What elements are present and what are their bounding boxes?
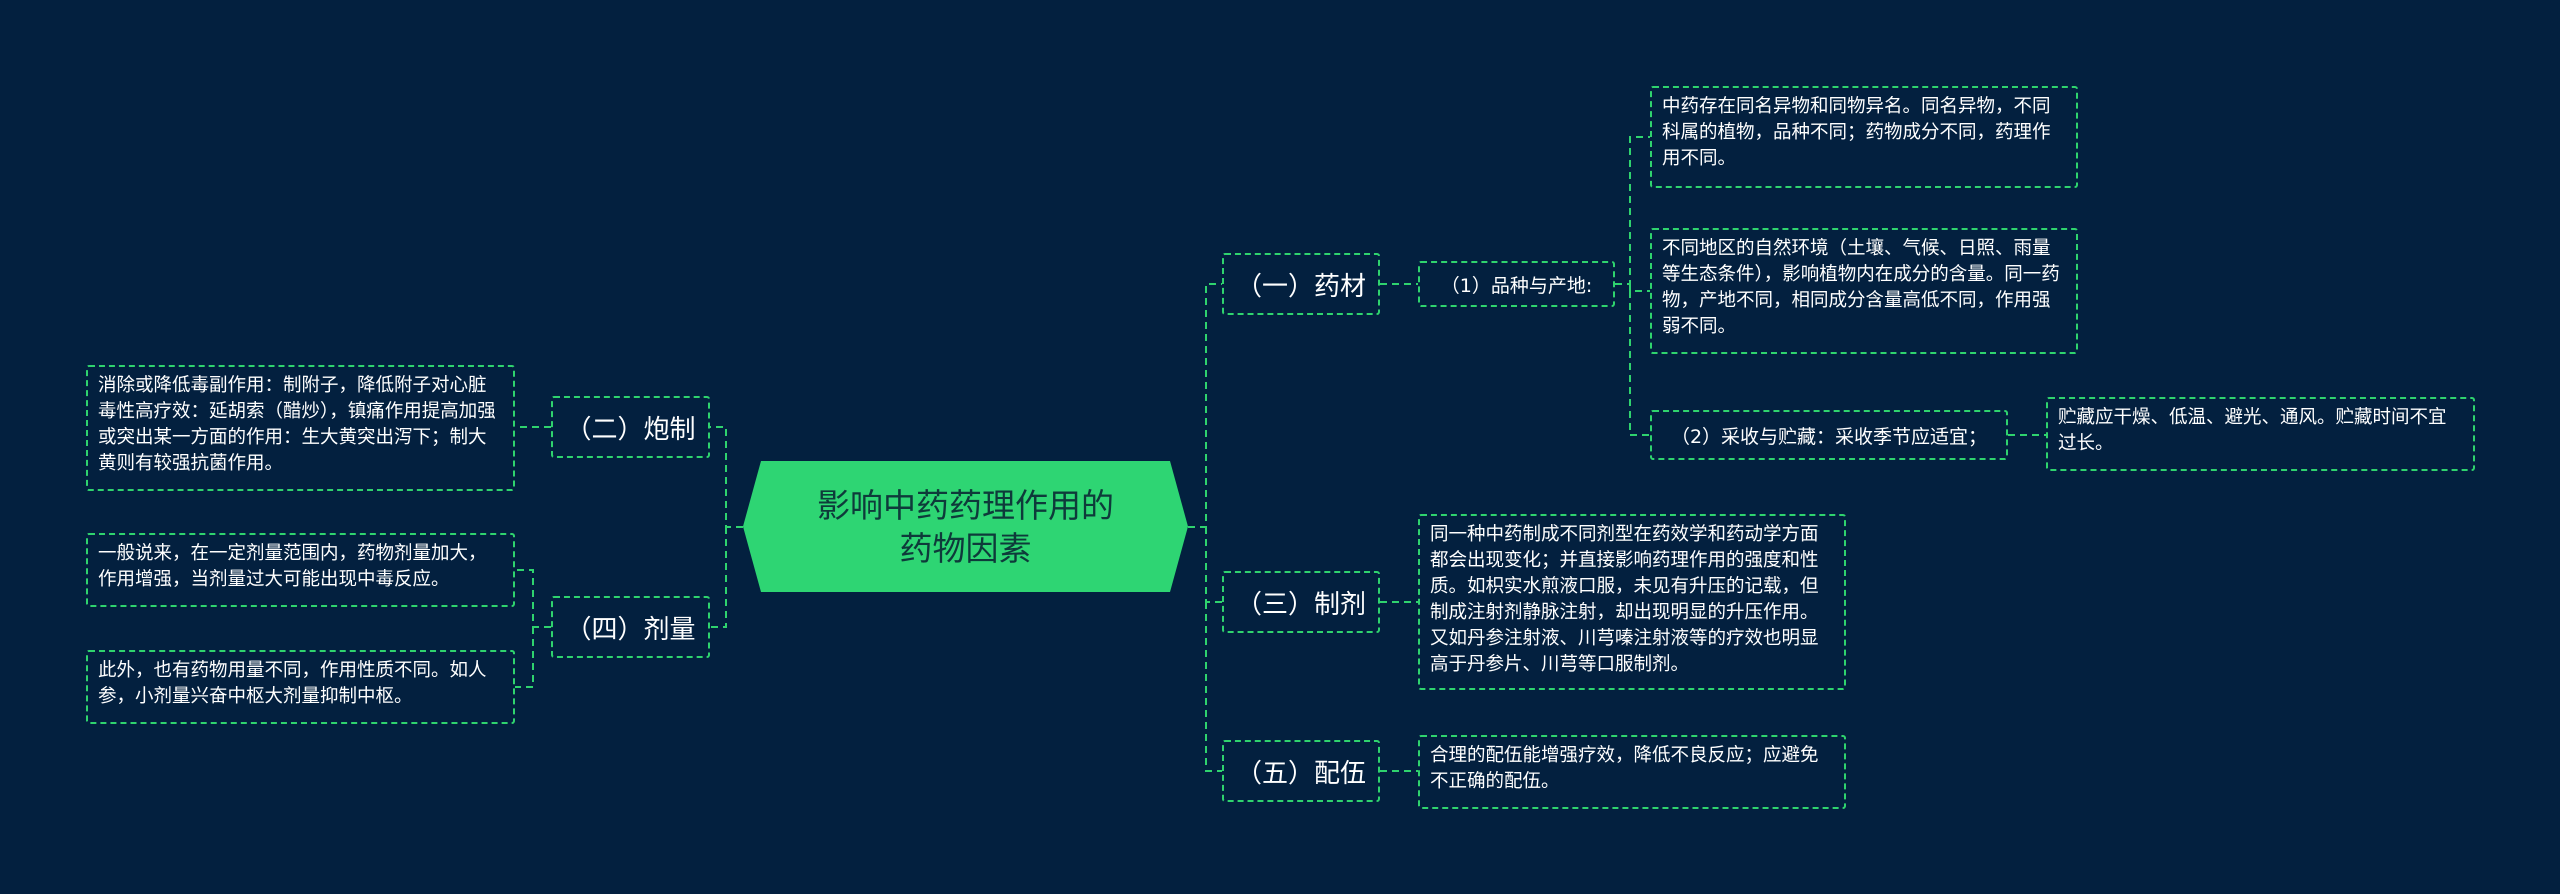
leaf-peiwu: 合理的配伍能增强疗效，降低不良反应；应避免不正确的配伍。	[1418, 735, 1846, 809]
leaf-zhiji: 同一种中药制成不同剂型在药效学和药动学方面都会出现变化；并直接影响药理作用的强度…	[1418, 514, 1846, 690]
branch-yaocai[interactable]: （一）药材	[1222, 253, 1380, 315]
leaf-tongming-yiwu: 中药存在同名异物和同物异名。同名异物，不同科属的植物，品种不同；药物成分不同，药…	[1650, 86, 2078, 188]
leaf-jiliang-2: 此外，也有药物用量不同，作用性质不同。如人参，小剂量兴奋中枢大剂量抑制中枢。	[86, 650, 515, 724]
link-sub1-leaf2	[1629, 284, 1650, 292]
sub-caishou-zhucang[interactable]: （2）采收与贮藏：采收季节应适宜；	[1650, 410, 2008, 460]
link-sub1-leaves	[1615, 136, 1650, 285]
link-b4-leaf2	[515, 627, 534, 688]
link-sub1-sub2	[1629, 291, 1650, 436]
branch-jiliang[interactable]: （四）剂量	[551, 596, 710, 658]
leaf-chandi-huanjing: 不同地区的自然环境（土壤、气候、日照、雨量等生态条件），影响植物内在成分的含量。…	[1650, 228, 2078, 354]
link-center-b4	[710, 527, 727, 628]
root-topic[interactable]: 影响中药药理作用的药物因素	[743, 461, 1188, 592]
branch-paozhi[interactable]: （二）炮制	[551, 396, 710, 458]
leaf-zhucang: 贮藏应干燥、低温、避光、通风。贮藏时间不宜过长。	[2046, 397, 2475, 471]
link-center-b5	[1205, 602, 1222, 772]
branch-peiwu[interactable]: （五）配伍	[1222, 740, 1380, 802]
leaf-jiliang-1: 一般说来，在一定剂量范围内，药物剂量加大，作用增强，当剂量过大可能出现中毒反应。	[86, 533, 515, 607]
leaf-paozhi: 消除或降低毒副作用：制附子，降低附子对心脏毒性高疗效：延胡索（醋炒），镇痛作用提…	[86, 365, 515, 491]
link-b4-leaves	[515, 569, 551, 628]
link-center-b1	[1188, 283, 1222, 528]
branch-zhiji[interactable]: （三）制剂	[1222, 571, 1380, 633]
link-center-b3	[1205, 527, 1222, 603]
link-center-b2	[710, 426, 743, 528]
sub-pinzhong-chandi[interactable]: （1）品种与产地:	[1418, 261, 1615, 307]
